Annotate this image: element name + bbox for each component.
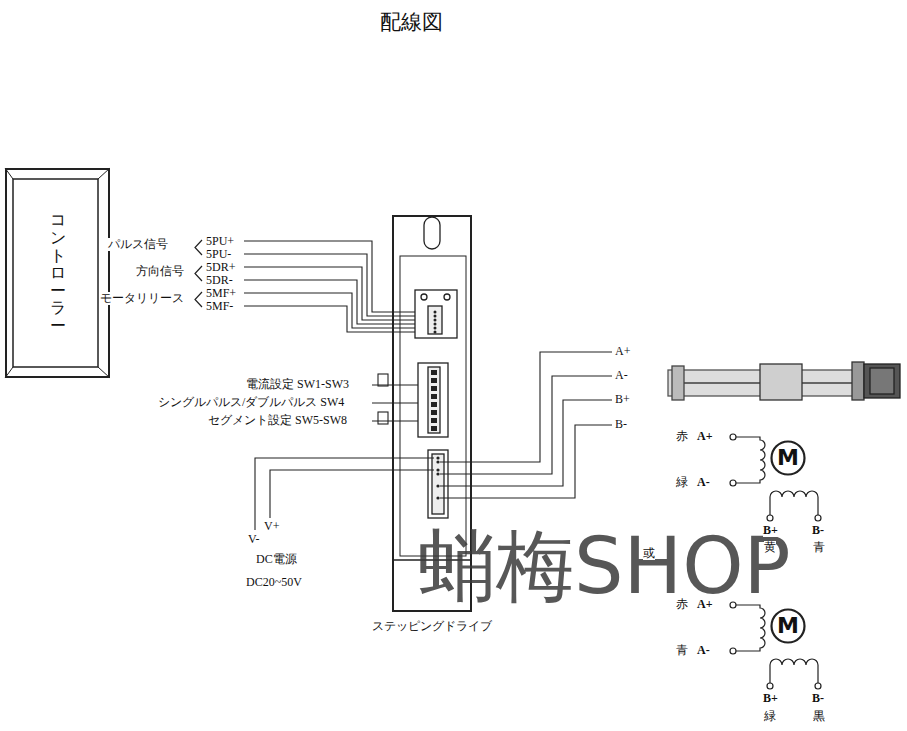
motor-wires xyxy=(440,352,612,498)
signal-wires xyxy=(244,241,432,332)
signal-label: モータリリース xyxy=(100,292,184,305)
motor-wire-label: A+ xyxy=(697,430,713,443)
power-label: DC20~50V xyxy=(246,576,302,589)
motor-outline xyxy=(772,442,805,475)
signal-label: 5MF+ xyxy=(206,287,236,300)
motor-wire-label: 青 xyxy=(676,644,688,657)
motor-wire-label: 黄 xyxy=(764,541,776,554)
output-label: B+ xyxy=(615,393,630,406)
power-wires xyxy=(255,458,434,530)
linear-stage xyxy=(668,362,900,400)
motor-wire-label: A- xyxy=(697,644,710,657)
switch-label: シングルパルス/ダブルパルス SW4 xyxy=(158,396,344,409)
connector-pins xyxy=(431,311,440,500)
motor-letter: M xyxy=(777,447,799,469)
signal-label: パルス信号 xyxy=(108,238,168,251)
controller-box: コントローラー xyxy=(5,168,110,378)
controller-frame xyxy=(5,168,110,378)
device-heading: ステッピングドライブ xyxy=(372,618,492,635)
signal-label: 5MF- xyxy=(206,300,233,313)
motor-wire-label: A+ xyxy=(697,598,713,611)
motor-wire-label: 赤 xyxy=(676,430,688,443)
motor-wire-label: 赤 xyxy=(676,598,688,611)
signal-label: 5DR- xyxy=(206,274,233,287)
signal-label: 5PU+ xyxy=(206,235,234,248)
driver-internals xyxy=(392,217,472,560)
motor-wire-label: B- xyxy=(812,692,824,705)
motor-letter: M xyxy=(777,615,799,637)
motor-symbol: M xyxy=(770,440,806,476)
signal-label: 5DR+ xyxy=(206,261,235,274)
motor-wire-label: B+ xyxy=(763,524,778,537)
motor-wire-label: 青 xyxy=(813,541,825,554)
output-label: A- xyxy=(615,369,628,382)
signal-brackets xyxy=(195,240,202,307)
motor-symbol: M xyxy=(770,608,806,644)
motor-wire-label: 緑 xyxy=(676,476,688,489)
power-label: V+ xyxy=(264,520,279,533)
motor-wire-label: 或 xyxy=(643,547,655,560)
motor-wire-label: 緑 xyxy=(764,710,776,723)
power-label: DC電源 xyxy=(256,553,297,566)
watermark: 蛸梅SHOP xyxy=(418,527,791,605)
motor-wire-label: 黒 xyxy=(813,710,825,723)
motor-wire-label: B+ xyxy=(763,692,778,705)
power-label: V- xyxy=(248,533,260,546)
switch-label: 電流設定 SW1-SW3 xyxy=(246,378,349,391)
motor-wire-label: A- xyxy=(697,476,710,489)
motor-wire-label: B- xyxy=(812,524,824,537)
diagram-title: 配線図 xyxy=(380,8,443,36)
signal-label: 方向信号 xyxy=(136,265,184,278)
signal-label: 5PU- xyxy=(206,248,231,261)
switch-label: セグメント設定 SW5-SW8 xyxy=(208,414,347,427)
motor-outline xyxy=(772,610,805,643)
output-label: B- xyxy=(615,418,627,431)
node-text: コントローラー xyxy=(50,211,66,334)
switch-leaders xyxy=(372,374,418,424)
output-label: A+ xyxy=(615,345,630,358)
